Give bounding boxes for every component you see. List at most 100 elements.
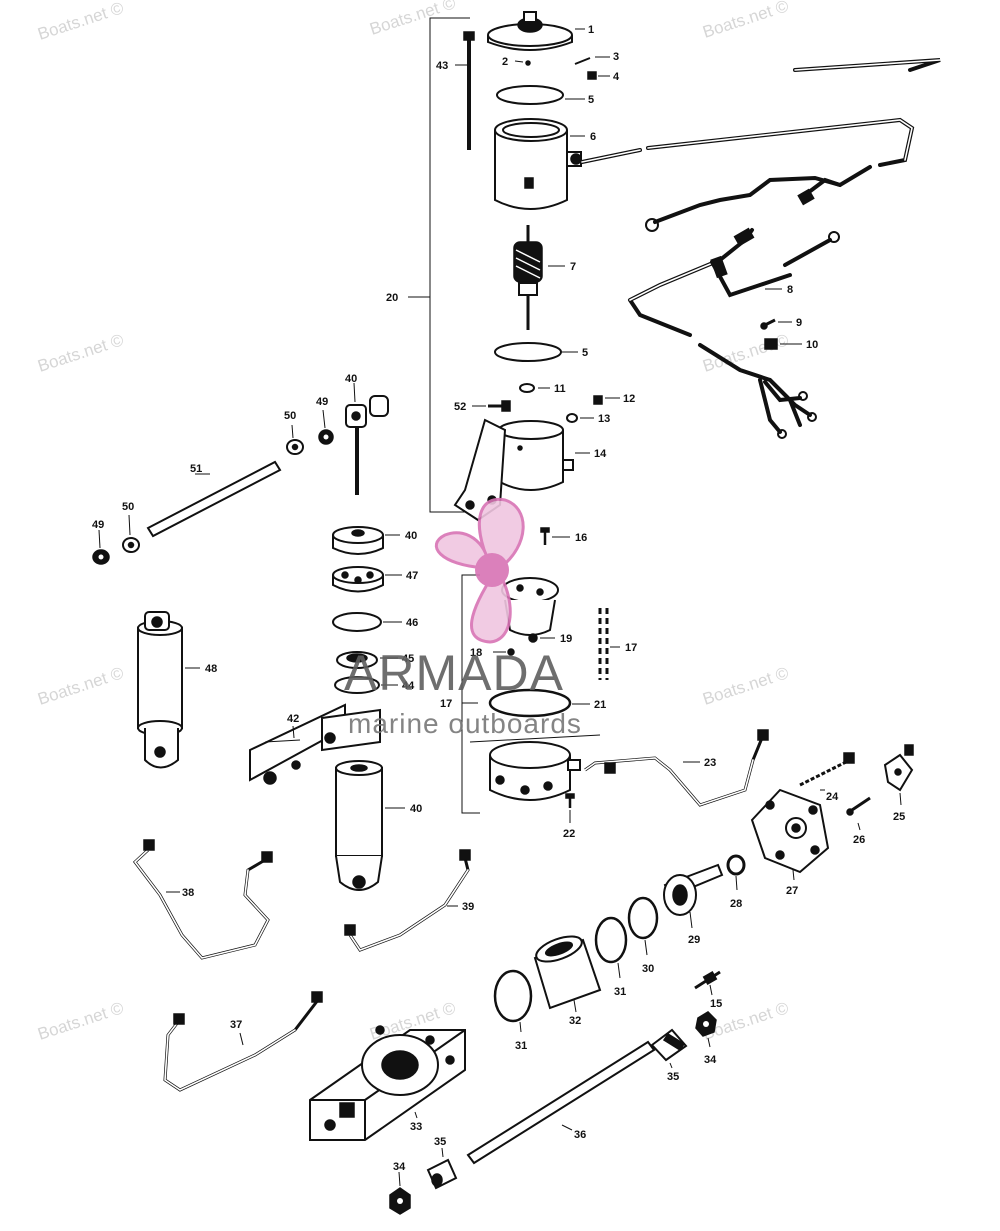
label-39: 39 <box>462 901 474 913</box>
o-ring-31-lower <box>493 969 533 1023</box>
screw-16 <box>540 527 550 545</box>
label-2: 2 <box>502 56 508 68</box>
ball-18 <box>507 648 515 656</box>
label-33: 33 <box>410 1121 422 1133</box>
label-40-upper: 40 <box>345 373 357 385</box>
label-17-left: 17 <box>440 698 452 710</box>
label-10: 10 <box>806 339 818 351</box>
reservoir <box>469 734 601 801</box>
label-43: 43 <box>436 60 448 72</box>
trim-cylinder <box>137 611 183 769</box>
o-ring-31-upper <box>594 916 628 964</box>
label-49-upper: 49 <box>316 396 328 408</box>
label-40-cap: 40 <box>405 530 417 542</box>
nut-34-lower <box>389 1187 411 1215</box>
label-28: 28 <box>730 898 742 910</box>
vent-o-ring <box>566 413 578 423</box>
label-48: 48 <box>205 663 217 675</box>
tie-rod <box>146 460 282 538</box>
label-32: 32 <box>569 1015 581 1027</box>
label-47: 47 <box>406 570 418 582</box>
label-17-right: 17 <box>625 642 637 654</box>
label-5-lower: 5 <box>582 347 588 359</box>
o-ring-lower <box>494 342 562 362</box>
label-50-lower: 50 <box>122 501 134 513</box>
brush-spring <box>525 60 531 66</box>
check-ball-19 <box>528 633 538 643</box>
label-27: 27 <box>786 885 798 897</box>
label-9: 9 <box>796 317 802 329</box>
mounting-bracket <box>249 703 381 785</box>
bracket-20 <box>429 17 470 513</box>
label-20: 20 <box>386 292 398 304</box>
nut-34-right <box>695 1011 717 1037</box>
label-1: 1 <box>588 24 594 36</box>
thrust-washer <box>519 383 535 393</box>
bolt-24 <box>799 752 855 787</box>
watermark-text: Boats.net © <box>700 663 791 709</box>
armature <box>513 225 543 330</box>
label-37: 37 <box>230 1019 242 1031</box>
logo-brand-text: ARMADA <box>344 645 564 701</box>
o-ring-44 <box>334 676 380 694</box>
nut <box>587 71 597 80</box>
label-8: 8 <box>787 284 793 296</box>
label-42: 42 <box>287 713 299 725</box>
wire-harness-upper <box>580 58 941 232</box>
hydraulic-line-39 <box>344 849 471 952</box>
o-ring-21 <box>488 688 572 718</box>
label-18: 18 <box>470 647 482 659</box>
watermark-text: Boats.net © <box>700 0 791 42</box>
label-23: 23 <box>704 757 716 769</box>
screw-9 <box>760 318 776 330</box>
label-38: 38 <box>182 887 194 899</box>
o-ring-28 <box>726 854 746 876</box>
bolts-17 <box>598 608 609 680</box>
label-49-lower: 49 <box>92 519 104 531</box>
bolt-52 <box>488 400 511 412</box>
piston <box>332 566 384 593</box>
label-14: 14 <box>594 448 607 460</box>
pump-base-33 <box>309 1025 466 1141</box>
vent-plug <box>593 395 603 405</box>
label-11: 11 <box>554 383 566 395</box>
label-45: 45 <box>402 653 414 665</box>
hydraulic-line-23 <box>584 729 769 807</box>
label-35-right: 35 <box>667 1071 679 1083</box>
o-ring-46 <box>332 612 382 632</box>
label-52: 52 <box>454 401 466 413</box>
motor-frame <box>494 118 582 210</box>
label-35-lower: 35 <box>434 1136 446 1148</box>
label-7: 7 <box>570 261 576 273</box>
watermark-text: Boats.net © <box>367 0 458 39</box>
o-ring-upper <box>496 85 564 105</box>
label-31-lower: 31 <box>515 1040 527 1052</box>
shaft-36 <box>466 1040 656 1165</box>
label-46: 46 <box>406 617 418 629</box>
drain-screw-22 <box>565 793 575 808</box>
fitting-35-right <box>650 1028 688 1062</box>
screw <box>574 57 591 65</box>
clip-10 <box>764 338 778 350</box>
fitting-35-lower <box>426 1158 458 1190</box>
cylinder-cap <box>332 526 384 555</box>
label-44: 44 <box>402 680 415 692</box>
fitting-25 <box>883 744 914 792</box>
label-30: 30 <box>642 963 654 975</box>
label-4: 4 <box>613 71 620 83</box>
label-51: 51 <box>190 463 202 475</box>
label-16: 16 <box>575 532 587 544</box>
seal-45 <box>336 651 378 669</box>
piston-rod-upper <box>345 395 389 495</box>
label-29: 29 <box>688 934 700 946</box>
label-50-upper: 50 <box>284 410 296 422</box>
label-6: 6 <box>590 131 596 143</box>
piston-rod-lower <box>335 760 383 891</box>
label-21: 21 <box>594 699 606 711</box>
label-26: 26 <box>853 834 865 846</box>
label-34-lower: 34 <box>393 1161 406 1173</box>
watermark-text: Boats.net © <box>35 663 126 709</box>
pump-shaft-29 <box>663 863 724 916</box>
label-22: 22 <box>563 828 575 840</box>
